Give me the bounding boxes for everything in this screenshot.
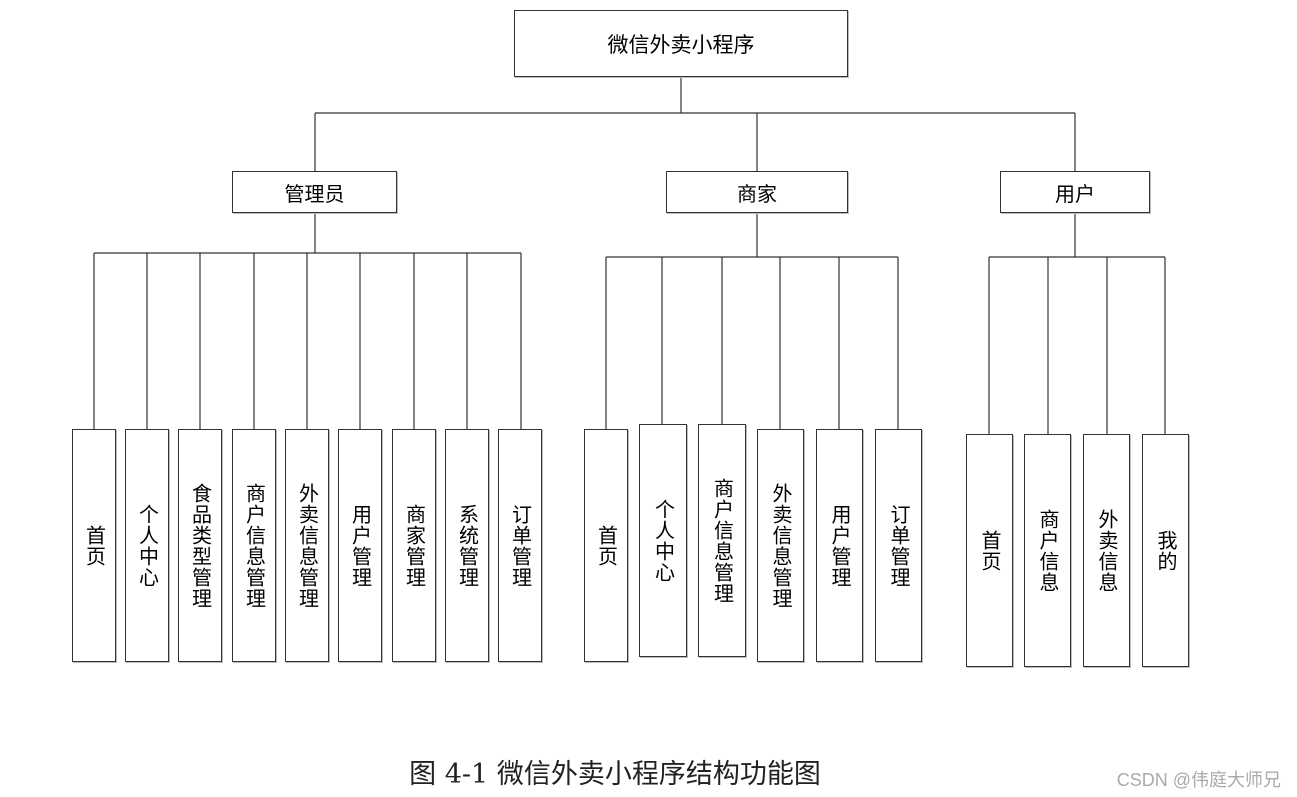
module-label: 首页 (82, 524, 107, 567)
module-node: 首页 (72, 429, 116, 662)
module-label: 商户信息 (1036, 508, 1060, 593)
root-label: 微信外卖小程序 (607, 32, 755, 57)
module-label: 商家管理 (402, 503, 427, 588)
module-node: 个人中心 (125, 429, 169, 662)
module-label: 我的 (1154, 529, 1178, 572)
module-node: 外卖信息管理 (757, 429, 804, 662)
module-node: 用户管理 (816, 429, 863, 662)
role-node-user: 用户 (1000, 171, 1150, 213)
module-label: 外卖信息管理 (769, 482, 793, 609)
module-label: 食品类型管理 (188, 482, 213, 609)
module-label: 商户信息管理 (710, 477, 735, 604)
module-label: 个人中心 (135, 503, 160, 588)
module-node: 商户信息管理 (232, 429, 276, 662)
module-label: 首页 (594, 524, 619, 567)
module-label: 商户信息管理 (242, 482, 267, 609)
module-node: 商户信息 (1024, 434, 1071, 667)
module-node: 首页 (966, 434, 1013, 667)
module-node: 我的 (1142, 434, 1189, 667)
module-node: 订单管理 (498, 429, 542, 662)
module-label: 用户管理 (828, 503, 852, 588)
module-node: 外卖信息 (1083, 434, 1130, 667)
role-label: 管理员 (284, 181, 345, 206)
module-label: 外卖信息 (1095, 508, 1119, 593)
module-node: 个人中心 (639, 424, 687, 657)
module-label: 首页 (978, 529, 1002, 572)
module-label: 订单管理 (887, 503, 911, 588)
role-node-admin: 管理员 (232, 171, 397, 213)
module-label: 用户管理 (348, 503, 373, 588)
role-label: 商家 (737, 181, 777, 206)
figure-caption: 图 4-1 微信外卖小程序结构功能图 (409, 759, 821, 790)
module-node: 商户信息管理 (698, 424, 746, 657)
module-label: 订单管理 (508, 503, 533, 588)
module-label: 外卖信息管理 (295, 482, 320, 609)
module-node: 商家管理 (392, 429, 436, 662)
module-label: 个人中心 (651, 498, 676, 583)
role-node-merchant: 商家 (666, 171, 848, 213)
role-label: 用户 (1055, 181, 1095, 206)
module-node: 订单管理 (875, 429, 922, 662)
module-label: 系统管理 (455, 503, 480, 588)
module-node: 系统管理 (445, 429, 489, 662)
module-node: 首页 (584, 429, 628, 662)
watermark: CSDN @伟庭大师兄 (1116, 770, 1281, 790)
module-node: 用户管理 (338, 429, 382, 662)
module-node: 外卖信息管理 (285, 429, 329, 662)
root-node: 微信外卖小程序 (514, 10, 848, 77)
module-node: 食品类型管理 (178, 429, 222, 662)
